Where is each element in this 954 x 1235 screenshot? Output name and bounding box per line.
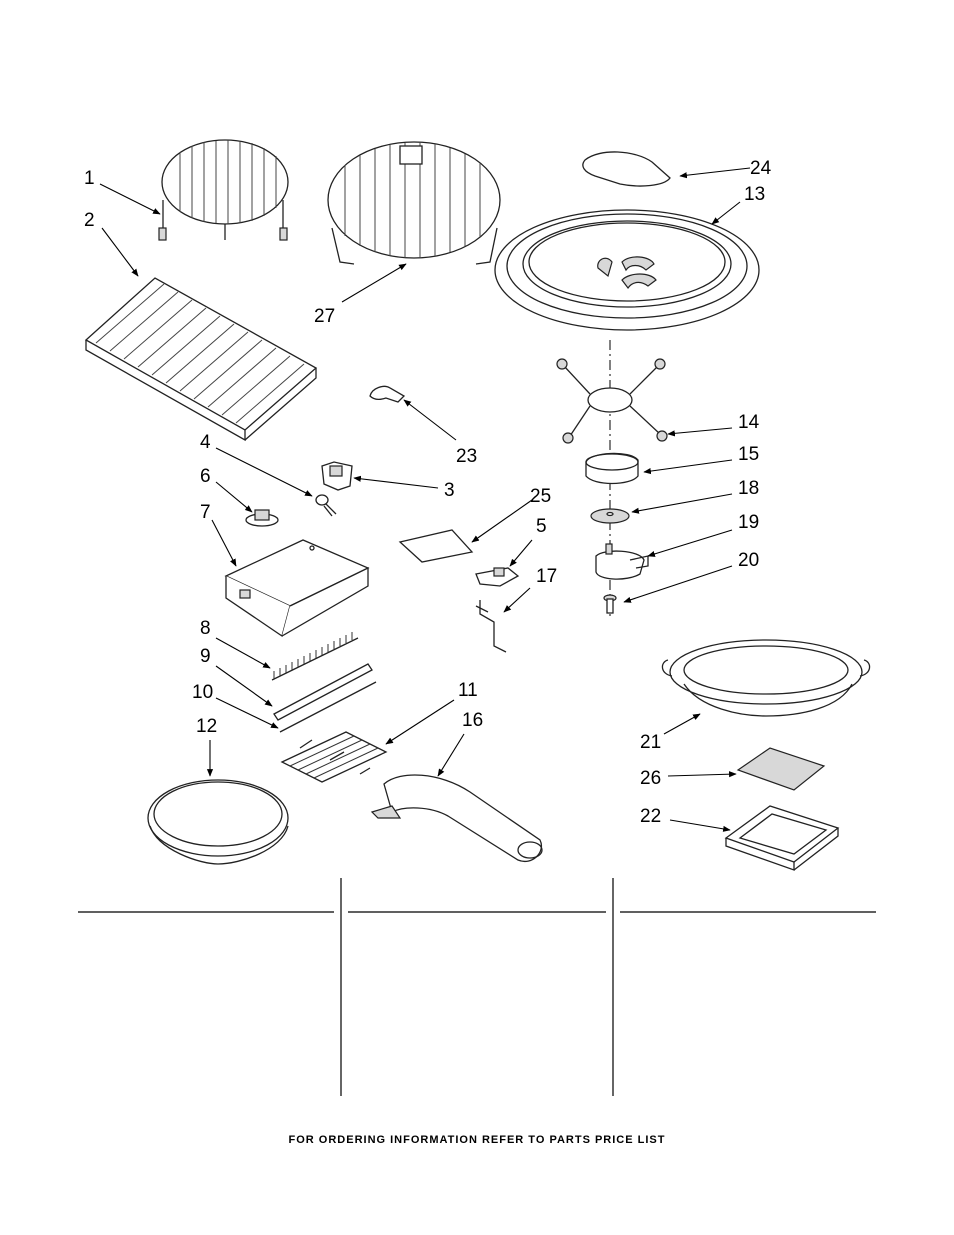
- part-25-plate: [398, 529, 474, 563]
- part-26-square-pad: [736, 747, 826, 791]
- callout-2: 2: [84, 210, 95, 231]
- part-5-connector: [475, 567, 520, 587]
- part-17-wire-bracket: [475, 600, 507, 653]
- callout-14: 14: [738, 412, 760, 433]
- part-13-turntable-tray: [494, 209, 760, 331]
- callout-15: 15: [738, 444, 759, 465]
- callout-25: 25: [530, 486, 551, 507]
- part-19-turntable-motor: [595, 543, 649, 580]
- callout-5: 5: [536, 516, 547, 537]
- parts-table-frame: [78, 878, 876, 1096]
- part-24-cover-plate: [582, 151, 671, 187]
- part-22-square-frame: [724, 805, 840, 871]
- callout-22: 22: [640, 806, 661, 827]
- callout-24: 24: [750, 158, 772, 179]
- callout-12: 12: [196, 716, 217, 737]
- callout-27: 27: [314, 306, 335, 327]
- callout-17: 17: [536, 566, 557, 587]
- callout-8: 8: [200, 618, 211, 639]
- callout-10: 10: [192, 682, 213, 703]
- part-14-roller-support: [556, 358, 668, 444]
- part-16-handle: [370, 774, 543, 863]
- part-8-heater-grille: [271, 632, 359, 681]
- part-4-lamp: [315, 494, 337, 517]
- part-15-coupler: [585, 452, 639, 485]
- callout-3: 3: [444, 480, 455, 501]
- part-9-heater-tube: [273, 663, 373, 721]
- part-7-heater-cover: [224, 539, 370, 638]
- part-3-bracket: [321, 461, 353, 491]
- part-6-thermal-cutout: [245, 509, 279, 527]
- callout-7: 7: [200, 502, 211, 523]
- part-27-round-rack-large: [327, 141, 501, 265]
- callout-13: 13: [744, 184, 765, 205]
- callout-16: 16: [462, 710, 483, 731]
- callout-4: 4: [200, 432, 211, 453]
- part-12-round-pan: [147, 779, 289, 865]
- callout-11: 11: [458, 680, 478, 701]
- part-18-washer: [590, 508, 630, 524]
- leader-lines: [99, 167, 751, 832]
- callout-21: 21: [640, 732, 661, 753]
- part-1-round-rack-small: [158, 139, 289, 241]
- callout-23: 23: [456, 446, 477, 467]
- callout-1: 1: [84, 168, 95, 189]
- callout-18: 18: [738, 478, 759, 499]
- part-10-rod: [279, 681, 377, 733]
- callout-9: 9: [200, 646, 211, 667]
- callout-20: 20: [738, 550, 759, 571]
- part-23-clip: [369, 385, 406, 403]
- callout-19: 19: [738, 512, 759, 533]
- ordering-info-footer: FOR ORDERING INFORMATION REFER TO PARTS …: [288, 1134, 666, 1146]
- callout-6: 6: [200, 466, 211, 487]
- part-2-rectangular-rack: [84, 277, 318, 442]
- part-20-screw: [603, 594, 617, 614]
- part-11-reflector: [280, 731, 388, 783]
- callout-26: 26: [640, 768, 661, 789]
- part-21-oval-bowl: [661, 639, 871, 717]
